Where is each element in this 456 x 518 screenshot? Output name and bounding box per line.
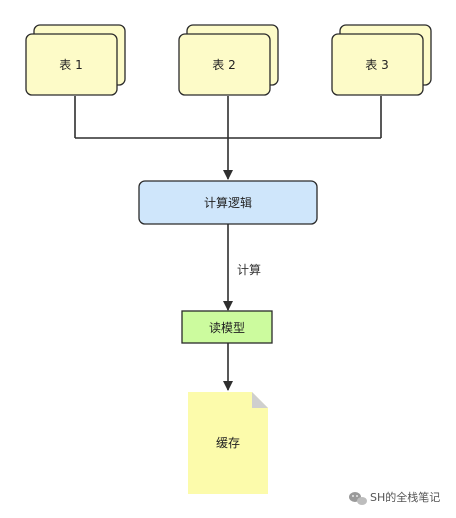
wechat-icon <box>349 492 367 505</box>
table-2-label: 表 2 <box>212 58 235 72</box>
table-2-front-sheet <box>178 33 271 96</box>
table-3-front-sheet <box>331 33 424 96</box>
watermark-text: SH的全栈笔记 <box>370 490 440 504</box>
read-model-label: 读模型 <box>209 321 245 335</box>
compute-logic-label: 计算逻辑 <box>204 195 252 210</box>
table-3-label: 表 3 <box>365 58 388 72</box>
cache-label: 缓存 <box>216 436 240 450</box>
table-node-1: 表 1 <box>25 24 126 96</box>
cache-document-shape <box>188 392 268 494</box>
watermark: SH的全栈笔记 <box>349 490 440 505</box>
table-1-front-sheet <box>25 33 118 96</box>
table-node-3: 表 3 <box>331 24 432 96</box>
compute-logic-box <box>138 180 318 225</box>
read-model-node: 读模型 <box>181 310 273 344</box>
connectors <box>74 96 382 391</box>
read-model-box <box>181 310 273 344</box>
table-node-2: 表 2 <box>178 24 279 96</box>
compute-logic-node: 计算逻辑 <box>138 180 318 225</box>
cache-folded-corner <box>252 392 268 408</box>
table-1-label: 表 1 <box>59 58 82 72</box>
compute-edge-label: 计算 <box>237 262 261 277</box>
cache-node: 缓存 <box>188 392 268 494</box>
